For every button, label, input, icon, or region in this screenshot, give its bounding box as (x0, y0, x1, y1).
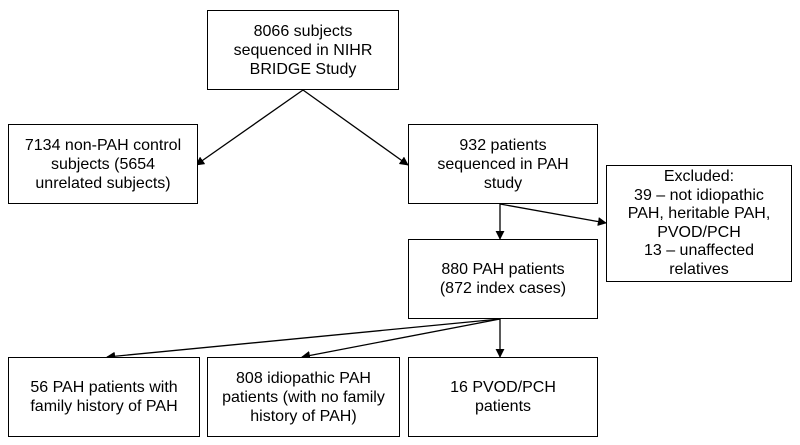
pah-study-box: 932 patients sequenced in PAH study (408, 124, 598, 204)
pah-patients-text: 880 PAH patients (872 index cases) (439, 261, 567, 297)
idiopathic-pah-text: 808 idiopathic PAH patients (with no fam… (222, 369, 385, 425)
arrow-total-to-control (195, 89, 304, 166)
family-history-text: 56 PAH patients with family history of P… (30, 379, 178, 415)
total-sequenced-text: 8066 subjects sequenced in NIHR BRIDGE S… (233, 22, 373, 78)
idiopathic-pah-box: 808 idiopathic PAH patients (with no fam… (207, 357, 400, 437)
arrow-pah-study-to-excluded (499, 203, 607, 227)
excluded-text: Excluded: 39 – not idiopathic PAH, herit… (627, 168, 771, 278)
pah-study-text: 932 patients sequenced in PAH study (437, 136, 569, 192)
pvod-pch-text: 16 PVOD/PCH patients (450, 379, 556, 415)
control-subjects-box: 7134 non-PAH control subjects (5654 unre… (8, 124, 198, 204)
control-subjects-text: 7134 non-PAH control subjects (5654 unre… (24, 136, 182, 192)
excluded-box: Excluded: 39 – not idiopathic PAH, herit… (606, 165, 792, 282)
arrow-880-to-idiopathic (301, 318, 501, 360)
pvod-pch-box: 16 PVOD/PCH patients (408, 357, 598, 437)
total-sequenced-box: 8066 subjects sequenced in NIHR BRIDGE S… (207, 10, 399, 90)
pah-patients-box: 880 PAH patients (872 index cases) (408, 239, 598, 319)
arrow-880-to-family-history (106, 318, 501, 361)
arrow-total-to-pah-study (302, 89, 409, 166)
family-history-box: 56 PAH patients with family history of P… (8, 357, 200, 437)
